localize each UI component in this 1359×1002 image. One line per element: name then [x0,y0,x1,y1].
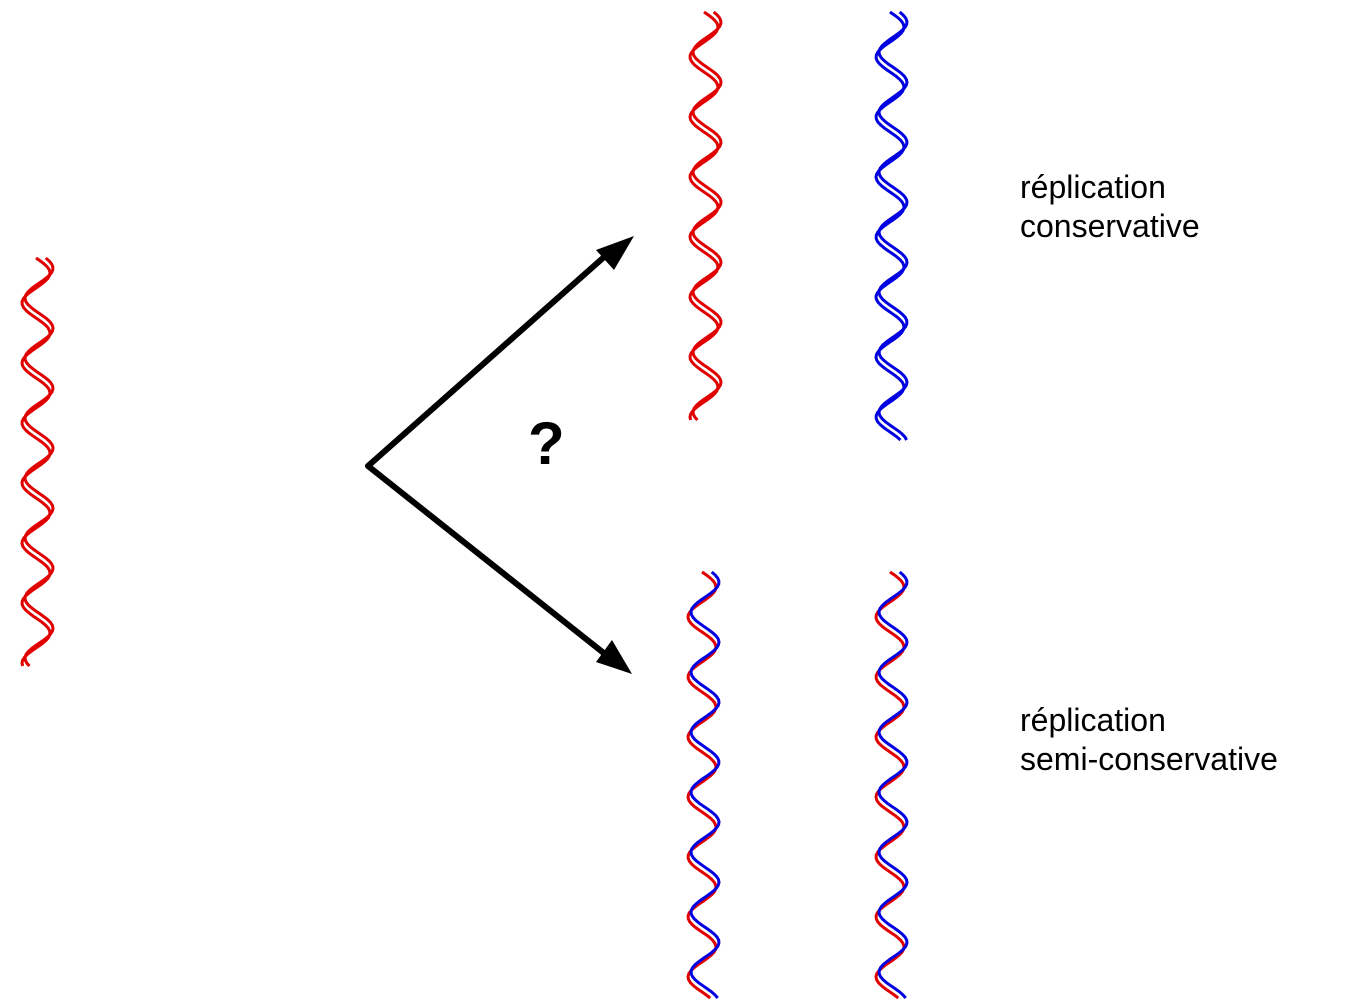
helix-conservative-parental [688,10,723,422]
helix-semi-conservative-1 [686,570,721,1000]
helix-semi-conservative-2-strand-a [874,570,906,1000]
helix-parent-strand-b [23,256,55,668]
label-conservative-line1: réplication [1020,169,1166,205]
helices-group [20,10,909,1000]
helix-conservative-new-strand-b [877,10,909,441]
arrows-group [365,236,634,674]
helix-parent [20,256,55,668]
helix-semi-conservative-1-strand-b [689,570,721,999]
label-conservative: réplication conservative [1020,168,1200,246]
label-semi-conservative-line1: réplication [1020,702,1166,738]
helix-semi-conservative-2 [874,570,909,1000]
label-semi-conservative-line2: semi-conservative [1020,741,1278,777]
arrowhead-conservative [596,236,634,270]
helix-conservative-new [874,10,909,442]
question-mark: ? [528,410,565,477]
helix-semi-conservative-1-strand-a [686,570,718,1000]
label-conservative-line2: conservative [1020,208,1200,244]
helix-semi-conservative-2-strand-b [877,570,909,999]
label-semi-conservative: réplication semi-conservative [1020,701,1278,779]
arrowhead-semi-conservative [596,640,632,674]
branch-line [365,247,615,661]
helix-conservative-new-strand-a [874,10,906,442]
helix-conservative-parental-strand-b [691,10,723,422]
